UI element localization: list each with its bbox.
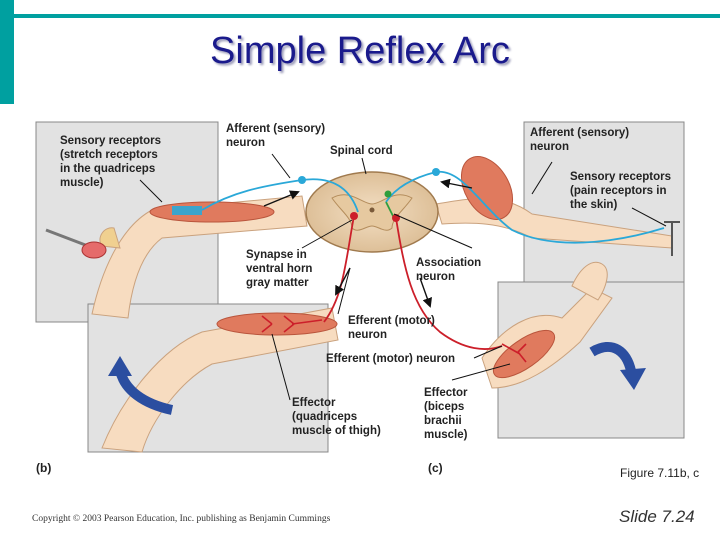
label-association: Association neuron (416, 257, 481, 283)
pain-receptor-tack (664, 221, 680, 256)
label-synapse: Synapse in ventral horn gray matter (246, 249, 312, 289)
pointer-sensory-receptors-b (139, 179, 163, 203)
pointer-spinal-cord (361, 157, 367, 175)
label-sensory-receptors-c: Sensory receptors (pain receptors in the s… (570, 171, 671, 211)
efferent-neuron-b (323, 215, 355, 323)
label-line: muscle) (424, 429, 468, 441)
hand-shape (571, 261, 608, 301)
top-divider-line (14, 14, 720, 18)
biceps-muscle-upper (460, 156, 514, 220)
label-line: brachii (424, 415, 462, 427)
pointer-effector-c (451, 363, 511, 381)
reflex-hammer-handle (45, 228, 89, 248)
label-line: gray matter (246, 277, 309, 289)
label-line: Efferent (motor) neuron (326, 353, 455, 365)
flow-arrow-motor-b (335, 267, 351, 296)
association-neuron (385, 201, 395, 219)
label-line: (stretch receptors (60, 149, 158, 161)
label-line: (biceps (424, 401, 464, 413)
slide-title: Simple Reflex Arc (210, 30, 510, 72)
efferent-cell-body-b (350, 212, 358, 220)
label-spinal-cord: Spinal cord (330, 145, 393, 157)
label-afferent-b: Afferent (sensory) neuron (226, 123, 325, 149)
pointer-effector-b (271, 333, 291, 401)
label-line: neuron (416, 271, 455, 283)
label-line: muscle of thigh) (292, 425, 381, 437)
label-effector-c: Effector (biceps brachii muscle) (424, 387, 468, 441)
quadriceps-muscle-lower (216, 312, 338, 336)
label-line: Afferent (sensory) (530, 127, 629, 139)
label-sensory-receptors-b: Sensory receptors (stretch receptors in th… (60, 135, 161, 189)
pointer-afferent-b (271, 153, 291, 179)
pointer-association (393, 213, 473, 249)
label-line: Effector (424, 387, 468, 399)
afferent-neuron-c (385, 171, 665, 244)
afferent-ganglion-b (298, 176, 306, 184)
arm-movement-arrow-head (620, 368, 646, 390)
flow-arrow-sensory-c (440, 178, 473, 189)
slide-number: Slide 7.24 (619, 507, 695, 526)
leg-movement-arrow-head (108, 356, 132, 376)
label-line: Sensory receptors (570, 171, 671, 183)
afferent-ganglion-c (432, 168, 440, 176)
label-line: neuron (348, 329, 387, 341)
label-line: (quadriceps (292, 411, 357, 423)
flow-arrow-sensory-b (263, 190, 300, 207)
motor-endings-b (261, 315, 323, 333)
copyright-notice: Copyright © 2003 Pearson Education, Inc.… (32, 514, 331, 524)
label-line: ventral horn (246, 263, 312, 275)
biceps-muscle-lower (492, 329, 556, 379)
efferent-neuron-c (395, 217, 503, 350)
label-line: neuron (530, 141, 569, 153)
label-efferent-c: Efferent (motor) neuron (326, 353, 455, 365)
flow-arrow-motor-c (419, 277, 432, 308)
label-line: Afferent (sensory) (226, 123, 325, 135)
reflex-hammer-head (81, 241, 107, 259)
label-effector-b: Effector (quadriceps muscle of thigh) (292, 397, 381, 437)
leg-upper-shape (91, 195, 308, 319)
stretch-receptor (172, 206, 202, 215)
label-line: (pain receptors in (570, 185, 667, 197)
figure-caption: Figure 7.11b, c (620, 466, 700, 480)
label-efferent-b: Efferent (motor) neuron (348, 315, 435, 341)
label-line: neuron (226, 137, 265, 149)
label-line: muscle) (60, 177, 104, 189)
panel-label-b: (b) (36, 461, 51, 475)
reflex-arc-diagram: Sensory receptors (stretch receptors in th… (35, 121, 685, 475)
panel-label-c: (c) (428, 461, 443, 475)
pointer-efferent-c (473, 345, 503, 359)
label-line: Effector (292, 397, 336, 409)
label-afferent-c: Afferent (sensory) neuron (530, 127, 629, 153)
label-line: Association (416, 257, 481, 269)
label-line: Synapse in (246, 249, 307, 261)
label-line: Spinal cord (330, 145, 393, 157)
pointer-sensory-receptors-c (631, 207, 667, 227)
pointer-afferent-c (531, 161, 553, 195)
label-line: Efferent (motor) (348, 315, 435, 327)
accent-bar (0, 0, 14, 104)
label-line: the skin) (570, 199, 617, 211)
label-line: in the quadriceps (60, 163, 155, 175)
motor-endings-c (501, 343, 527, 363)
label-line: Sensory receptors (60, 135, 161, 147)
spinal-canal (369, 207, 375, 213)
pointer-synapse (301, 219, 353, 249)
association-neuron-body (384, 190, 392, 198)
